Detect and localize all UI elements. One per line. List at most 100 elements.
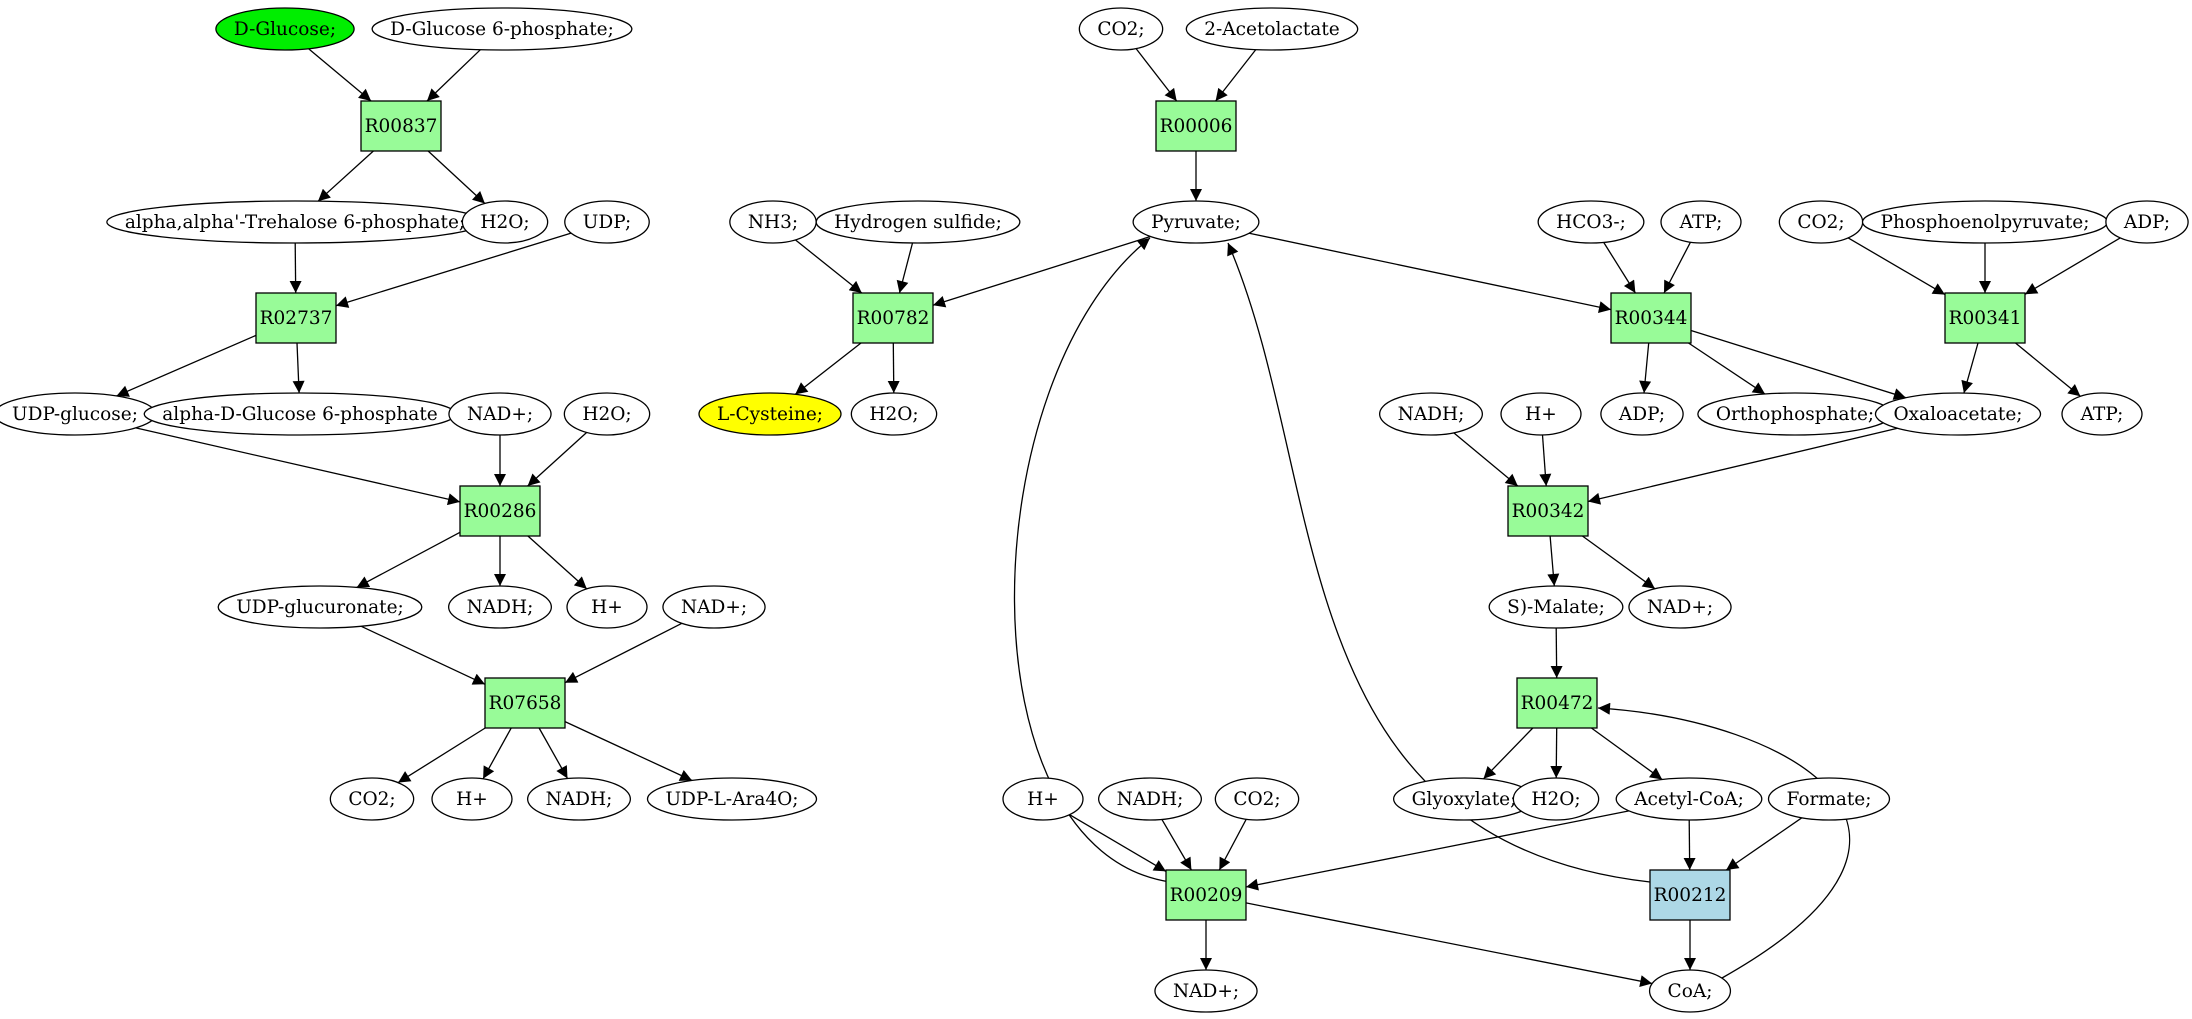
metabolite-node-co2-2[interactable]: CO2; [1078, 7, 1164, 51]
metabolite-node-atp-1[interactable]: ATP; [1660, 200, 1742, 244]
metabolite-node-h2o-2[interactable]: H2O; [563, 392, 651, 436]
metabolite-node-udplara4o[interactable]: UDP-L-Ara4O; [646, 777, 818, 821]
reaction-node-r00286[interactable]: R00286 [459, 485, 541, 537]
edge-co2_2-to-r00006 [1135, 48, 1178, 102]
metabolite-node-pyruvate[interactable]: Pyruvate; [1132, 200, 1260, 244]
metabolite-node-nadh-4[interactable]: NADH; [1097, 777, 1203, 821]
reaction-node-r00344[interactable]: R00344 [1610, 292, 1692, 344]
metabolite-node-nadh-3[interactable]: NADH; [1378, 392, 1484, 436]
reaction-node-r00212[interactable]: R00212 [1649, 869, 1731, 921]
metabolite-label: NH3; [748, 212, 798, 233]
reaction-box [1649, 869, 1731, 921]
metabolite-node-hp-2[interactable]: H+ [431, 777, 513, 821]
reaction-node-r00209[interactable]: R00209 [1165, 869, 1247, 921]
metabolite-node-h2s[interactable]: Hydrogen sulfide; [815, 200, 1021, 244]
reaction-label: R00782 [857, 308, 930, 329]
metabolite-node-glyoxylate[interactable]: Glyoxylate; [1392, 777, 1536, 821]
edge-pyruvate-to-r00344 [1249, 232, 1612, 313]
metabolite-node-hp-4[interactable]: H+ [1002, 777, 1084, 821]
metabolite-node-dg6p[interactable]: D-Glucose 6-phosphate; [371, 7, 633, 51]
metabolite-node-smalate[interactable]: S)-Malate; [1488, 585, 1624, 629]
edge-h2o_2-to-r00286 [527, 432, 588, 487]
metabolite-ellipse [1378, 392, 1484, 436]
metabolite-label: alpha,alpha'-Trehalose 6-phosphate; [125, 212, 465, 233]
metabolite-node-nh3[interactable]: NH3; [729, 200, 817, 244]
metabolite-label: S)-Malate; [1507, 597, 1605, 618]
metabolite-ellipse [217, 585, 423, 629]
metabolite-node-adp-1[interactable]: ADP; [1600, 392, 1684, 436]
edge-r07658-to-udplara4o [564, 721, 693, 782]
reaction-node-r07658[interactable]: R07658 [484, 677, 566, 729]
metabolite-label: NAD+; [1173, 981, 1239, 1002]
metabolite-node-atp-2[interactable]: ATP; [2061, 392, 2143, 436]
metabolite-node-udp[interactable]: UDP; [564, 200, 650, 244]
metabolite-node-acetylcoa[interactable]: Acetyl-CoA; [1615, 777, 1763, 821]
metabolite-node-nadp-1[interactable]: NAD+; [448, 392, 552, 436]
reaction-box [1944, 292, 2026, 344]
edge-trehalose6p-to-r02737 [289, 242, 302, 294]
reaction-label: R00342 [1512, 501, 1585, 522]
metabolite-node-formate[interactable]: Formate; [1767, 777, 1891, 821]
metabolite-node-lcysteine[interactable]: L-Cysteine; [698, 392, 842, 436]
edge-nadh_4-to-r00209 [1161, 819, 1192, 871]
metabolite-ellipse [2105, 200, 2189, 244]
metabolite-node-h2o-3[interactable]: H2O; [850, 392, 938, 436]
reaction-node-r02737[interactable]: R02737 [255, 292, 337, 344]
metabolite-label: D-Glucose; [234, 19, 336, 40]
metabolite-node-adp-2[interactable]: ADP; [2105, 200, 2189, 244]
edge-hp_4-to-r00209 [1069, 814, 1167, 872]
metabolite-node-h2o-4[interactable]: H2O; [1512, 777, 1600, 821]
metabolite-ellipse [564, 200, 650, 244]
metabolite-ellipse [1767, 777, 1891, 821]
metabolite-node-adg6p[interactable]: alpha-D-Glucose 6-phosphate [143, 392, 457, 436]
metabolite-node-udpglucuronate[interactable]: UDP-glucuronate; [217, 585, 423, 629]
metabolite-node-nadh-2[interactable]: NADH; [526, 777, 632, 821]
edge-udpglucose-to-r00286 [135, 427, 461, 506]
reaction-node-r00472[interactable]: R00472 [1516, 677, 1598, 729]
reaction-node-r00341[interactable]: R00341 [1944, 292, 2026, 344]
edge-r02737-to-udpglucose [116, 334, 257, 397]
metabolite-node-nadp-2[interactable]: NAD+; [662, 585, 766, 629]
metabolite-node-hp-1[interactable]: H+ [566, 585, 648, 629]
metabolite-node-coa[interactable]: CoA; [1648, 969, 1732, 1013]
metabolite-node-pep[interactable]: Phosphoenolpyruvate; [1861, 200, 2109, 244]
edge-acetolactate-to-r00006 [1215, 49, 1257, 102]
reaction-node-r00342[interactable]: R00342 [1507, 485, 1589, 537]
edge-r00286-to-udpglucuronate [356, 531, 461, 588]
metabolite-node-udpglucose[interactable]: UDP-glucose; [0, 392, 157, 436]
reaction-label: R00006 [1160, 116, 1233, 137]
metabolite-ellipse [1185, 7, 1359, 51]
reaction-label: R00837 [365, 116, 438, 137]
metabolite-node-nadp-4[interactable]: NAD+; [1154, 969, 1258, 1013]
reaction-label: R00472 [1521, 693, 1594, 714]
metabolite-ellipse [662, 585, 766, 629]
edge-co2_4-to-r00209 [1218, 818, 1247, 871]
metabolite-node-dglucose[interactable]: D-Glucose; [215, 7, 355, 51]
metabolite-node-orthophosphate[interactable]: Orthophosphate; [1697, 392, 1893, 436]
reaction-node-r00837[interactable]: R00837 [360, 100, 442, 152]
metabolite-node-h2o-1[interactable]: H2O; [461, 200, 549, 244]
metabolite-node-hp-3[interactable]: H+ [1500, 392, 1582, 436]
metabolite-ellipse [1132, 200, 1260, 244]
reaction-node-r00782[interactable]: R00782 [852, 292, 934, 344]
metabolite-node-co2-3[interactable]: CO2; [1778, 200, 1864, 244]
metabolite-node-trehalose6p[interactable]: alpha,alpha'-Trehalose 6-phosphate; [106, 200, 484, 244]
edge-r00212-to-pyruvate [1227, 242, 1651, 883]
metabolite-label: Phosphoenolpyruvate; [1881, 212, 2090, 233]
edge-r00344-to-orthophosphate [1688, 342, 1766, 395]
metabolite-node-nadp-3[interactable]: NAD+; [1628, 585, 1732, 629]
metabolite-node-co2-1[interactable]: CO2; [329, 777, 415, 821]
metabolite-node-acetolactate[interactable]: 2-Acetolactate [1185, 7, 1359, 51]
metabolite-node-oxaloacetate[interactable]: Oxaloacetate; [1874, 392, 2042, 436]
edge-r00286-to-hp_1 [527, 535, 588, 590]
metabolite-ellipse [1512, 777, 1600, 821]
reaction-label: R00344 [1615, 308, 1688, 329]
metabolite-label: CoA; [1668, 981, 1713, 1002]
metabolite-node-nadh-1[interactable]: NADH; [447, 585, 553, 629]
reaction-node-r00006[interactable]: R00006 [1155, 100, 1237, 152]
metabolite-node-hco3[interactable]: HCO3-; [1537, 200, 1645, 244]
edge-r00342-to-smalate [1547, 535, 1560, 587]
reaction-box [852, 292, 934, 344]
metabolite-node-co2-4[interactable]: CO2; [1214, 777, 1300, 821]
